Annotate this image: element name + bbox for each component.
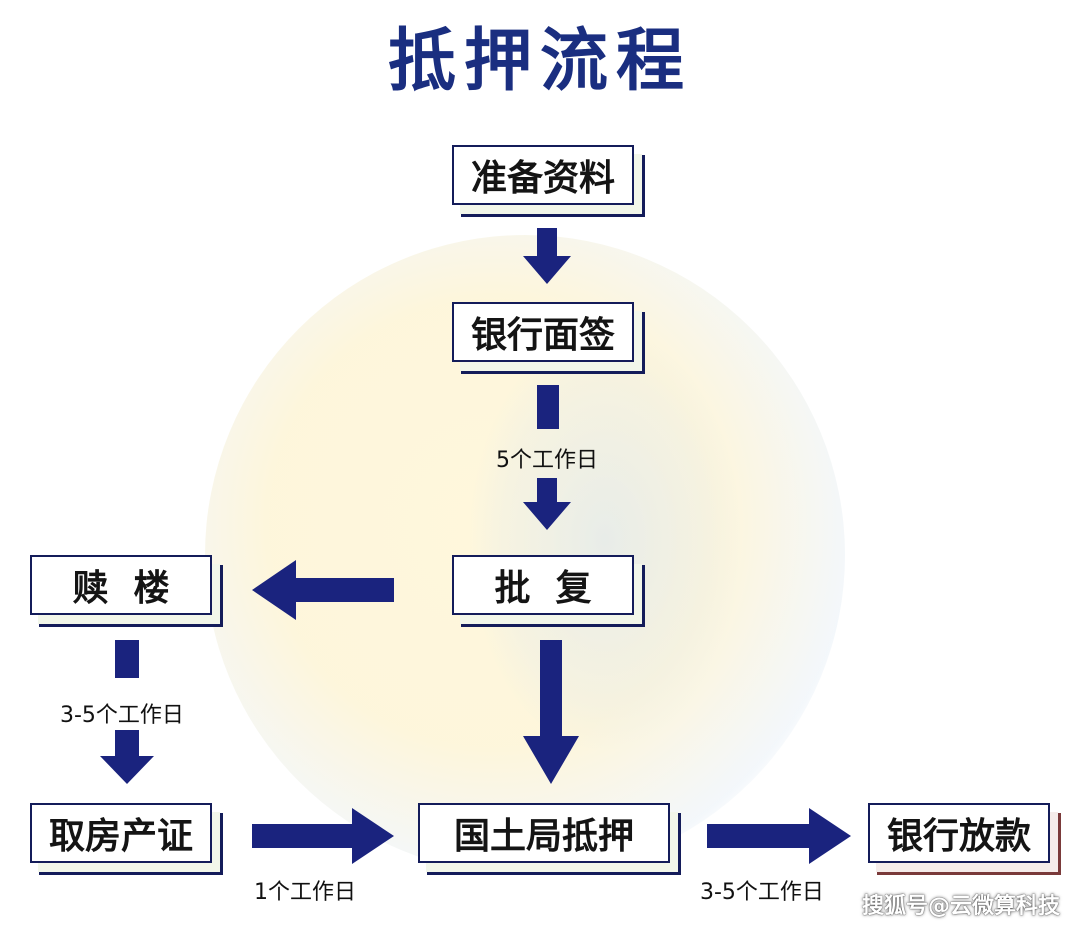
node-redeem: 赎 楼 [30,555,212,615]
watermark: 搜狐号@云微算科技 [861,894,1060,919]
arrow-left-icon [252,560,394,620]
edge-label-redeem-cert: 3-5个工作日 [60,703,184,728]
edge-label-cert-mortgage: 1个工作日 [254,880,356,905]
edge-label-sign-approve: 5个工作日 [496,448,598,473]
arrow-right-icon [707,808,851,864]
arrow-segment-bar [115,640,139,678]
node-mortgage: 国土局抵押 [418,803,670,863]
node-loan: 银行放款 [868,803,1050,863]
arrow-down-icon [523,478,571,530]
node-get-cert: 取房产证 [30,803,212,863]
node-sign: 银行面签 [452,302,634,362]
node-prepare: 准备资料 [452,145,634,205]
background-blob [470,330,740,750]
arrow-segment-bar [537,385,559,429]
arrow-down-icon [523,228,571,284]
node-approve: 批 复 [452,555,634,615]
page-title: 抵押流程 [387,22,692,101]
edge-label-mortgage-loan: 3-5个工作日 [700,880,824,905]
arrow-right-icon [252,808,394,864]
arrow-down-icon [523,640,579,784]
arrow-down-icon [100,730,154,784]
